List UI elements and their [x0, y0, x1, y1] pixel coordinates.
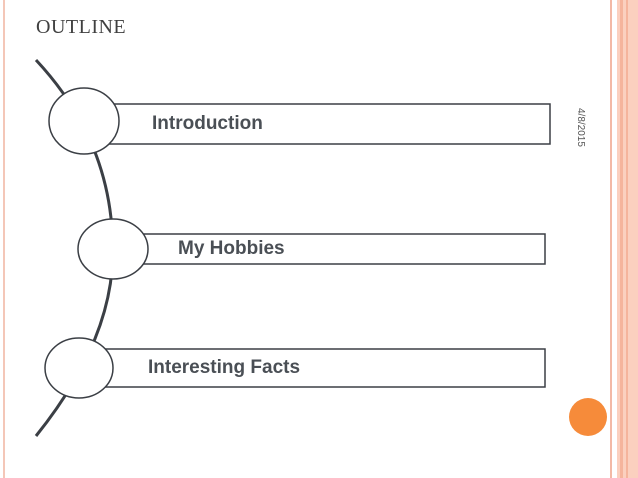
outline-item-facts: Interesting Facts [148, 357, 301, 378]
slide-title: OUTLINE [36, 16, 127, 38]
right-border-stripe [626, 0, 628, 478]
orange-circle-icon [569, 398, 607, 436]
right-border-stripe [610, 0, 612, 478]
right-border-stripe [620, 0, 623, 478]
outline-item-hobbies: My Hobbies [178, 238, 285, 259]
outline-item-introduction: Introduction [152, 113, 263, 134]
left-border [3, 0, 5, 478]
